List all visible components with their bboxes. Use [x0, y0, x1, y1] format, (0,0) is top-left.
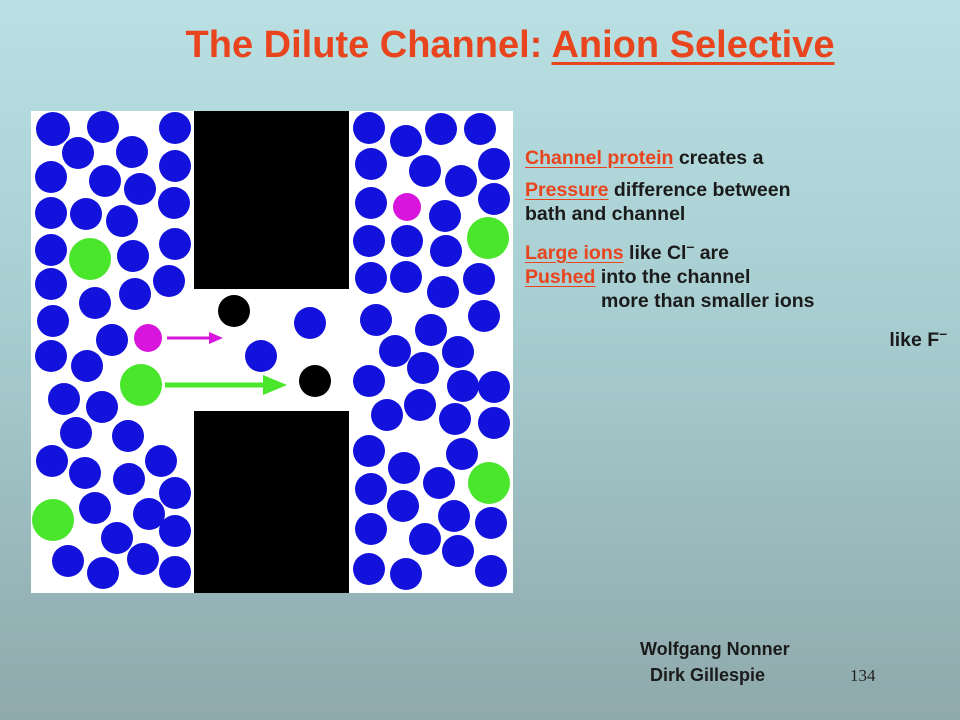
channel-wall-bottom: [194, 411, 349, 593]
text-line-7: like F–: [525, 321, 955, 352]
credits: Wolfgang Nonner Dirk Gillespie: [640, 636, 880, 688]
slide-title: The Dilute Channel: Anion Selective: [0, 24, 960, 67]
author-1: Wolfgang Nonner: [640, 639, 790, 659]
ions-right-bath: [353, 112, 510, 590]
explanation-text: Channel protein creates a Pressure diffe…: [525, 146, 955, 352]
channel-diagram: [31, 111, 513, 593]
title-prefix: The Dilute Channel:: [185, 24, 552, 66]
arrow-green: [165, 375, 287, 395]
text-line-7-main: like F: [889, 329, 940, 351]
channel-wall-top: [194, 111, 349, 289]
title-highlight: Anion Selective: [551, 24, 835, 66]
fluoride-charge: –: [939, 325, 947, 341]
text-line-4-end: are: [694, 242, 729, 264]
ions-magenta: [134, 193, 421, 352]
keyword-pressure: Pressure: [525, 179, 609, 201]
ions-channel-small: [245, 307, 326, 372]
keyword-channel-protein: Channel protein: [525, 147, 674, 169]
text-line-5-rest: into the channel: [595, 266, 751, 288]
keyword-pushed: Pushed: [525, 266, 596, 288]
chloride-charge: –: [686, 238, 695, 254]
keyword-large-ions: Large ions: [525, 242, 624, 264]
page-number: 134: [850, 666, 876, 685]
text-line-6: more than smaller ions: [601, 290, 815, 312]
text-line-1-rest: creates a: [673, 147, 764, 169]
author-2: Dirk Gillespie: [650, 665, 766, 685]
text-line-2-rest: difference between: [608, 179, 791, 201]
text-line-4-rest: like Cl: [623, 242, 687, 264]
ions-left-bath: [35, 111, 191, 589]
text-line-3: bath and channel: [525, 203, 686, 225]
ions-green-large: [32, 217, 510, 541]
text-line-1: Channel protein creates a: [525, 146, 955, 170]
arrow-magenta: [167, 332, 223, 344]
ions-black-channel: [218, 295, 331, 397]
